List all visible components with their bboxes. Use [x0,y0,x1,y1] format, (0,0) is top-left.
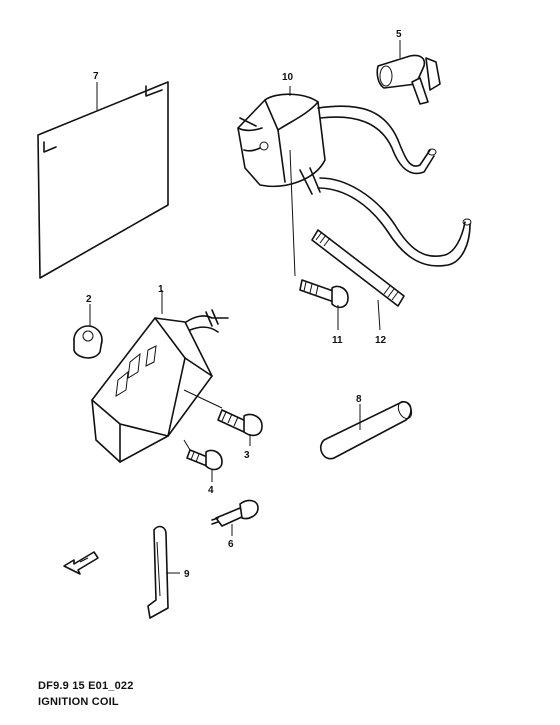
part-4-screw[interactable]: 4 [183,439,223,496]
callout-4: 4 [208,485,214,496]
diagram-code: DF9.9 15 E01_022 [38,680,134,692]
front-direction-arrow-icon [63,551,99,575]
callout-10: 10 [282,72,294,83]
callout-1: 1 [158,284,164,295]
callout-2: 2 [86,294,92,305]
callout-3: 3 [244,450,250,461]
part-2-grommet[interactable]: 2 [73,294,103,359]
part-3-screw[interactable]: 3 [217,409,263,461]
callout-6: 6 [228,539,234,550]
part-10-ignition-coil[interactable]: 10 [237,72,472,277]
part-12-stud[interactable]: 12 [311,229,405,346]
callout-11: 11 [332,335,343,346]
callout-12: 12 [375,335,387,346]
diagram-title: IGNITION COIL [38,696,119,708]
part-6-terminal[interactable]: 6 [211,499,259,550]
callout-5: 5 [396,29,402,40]
callout-9: 9 [184,569,190,580]
part-7-label-sheet[interactable]: 7 [37,71,169,279]
part-9-cable-strap[interactable]: 9 [147,525,190,619]
part-5-plug-cap[interactable]: 5 [376,29,441,105]
callout-7: 7 [93,71,99,82]
part-8-sleeve[interactable]: 8 [319,394,415,460]
callout-8: 8 [356,394,362,405]
part-11-bolt[interactable]: 11 [299,279,349,346]
part-1-cdi-unit[interactable]: 1 [91,284,229,463]
